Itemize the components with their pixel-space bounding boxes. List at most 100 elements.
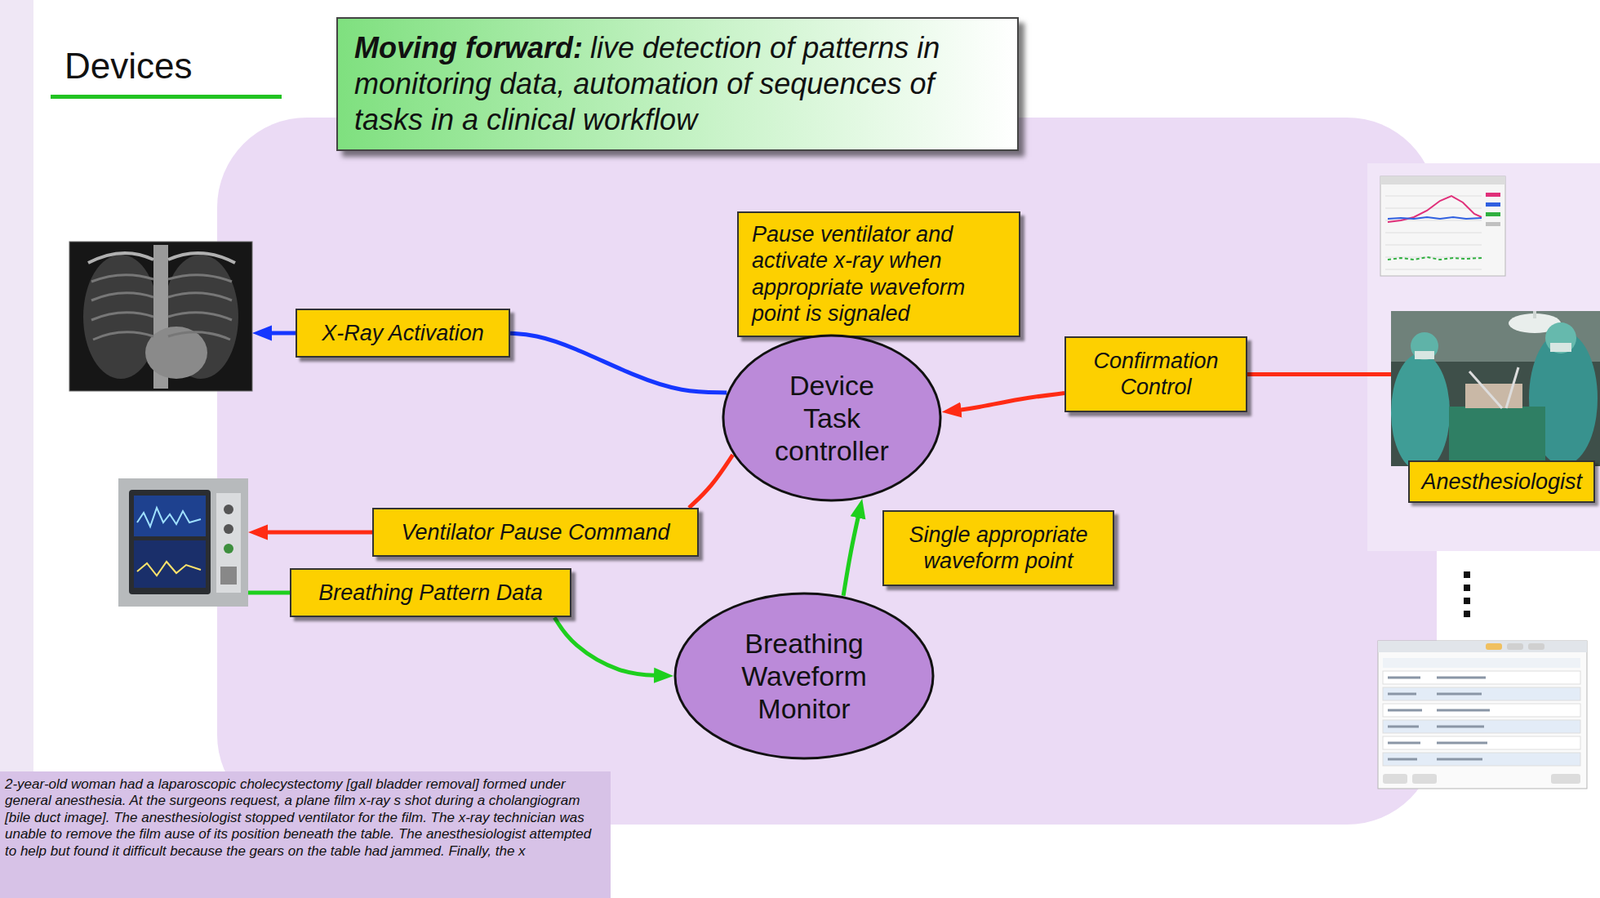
continuation-dots	[1463, 597, 1471, 605]
connector	[1247, 372, 1392, 377]
continuation-dots	[1463, 610, 1471, 618]
controller-ellipse: Device Task controller	[721, 333, 943, 503]
node-text: Breathing Pattern Data	[306, 579, 556, 606]
task-list-screenshot	[1382, 773, 1408, 784]
actor-photo-box: Anesthesiologist	[1391, 311, 1600, 503]
monitor-ellipse: Breathing Waveform Monitor	[673, 591, 935, 760]
node-text: Pause ventilator and activate x-ray when…	[751, 221, 1006, 328]
text-holder: Breathing Waveform Monitor	[733, 626, 876, 725]
ventilator-image	[220, 566, 237, 585]
chart-screenshot	[1485, 212, 1501, 217]
xray-image	[168, 275, 232, 340]
xray-image	[168, 253, 236, 263]
slide-title: Devices	[64, 45, 193, 86]
text-holder: Breathing Pattern Data	[306, 579, 556, 606]
ventilator-image	[137, 561, 201, 576]
title-wrap: Devices	[64, 45, 193, 87]
ventilator-arrow	[257, 530, 374, 535]
task-list-screenshot	[1528, 643, 1545, 650]
chart-screenshot	[1485, 222, 1501, 227]
connector	[843, 510, 860, 596]
signal-label: Breathing Pattern Data	[289, 568, 572, 618]
task-list-screenshot	[1412, 773, 1437, 784]
task-list-screenshot	[1551, 773, 1581, 784]
node-text: Device Task controller	[766, 368, 898, 467]
ventilator-image	[118, 478, 249, 607]
chart-screenshot	[1380, 176, 1506, 185]
text-holder: Anesthesiologist	[1408, 460, 1596, 503]
text-holder: Single appropriate waveform point	[895, 521, 1102, 575]
signal-label: Confirmation Control	[1064, 336, 1248, 413]
node-text: Breathing Waveform Monitor	[733, 626, 876, 725]
operating-room-photo	[1410, 332, 1439, 360]
title-underline	[50, 94, 282, 99]
node-text: Confirmation Control	[1077, 347, 1235, 401]
ventilator-image	[118, 478, 249, 607]
operating-room-photo	[1414, 351, 1435, 360]
node-text: Single appropriate waveform point	[895, 521, 1102, 575]
signal-label: X-Ray Activation	[295, 308, 511, 358]
connector	[510, 333, 727, 393]
operating-room-photo	[1550, 342, 1572, 352]
ventilator-image	[137, 507, 201, 527]
chart-screenshot	[1485, 192, 1501, 197]
xray-image	[88, 253, 154, 263]
text-holder: Device Task controller	[766, 368, 898, 467]
headline-box: Moving forward:live detection of pattern…	[336, 17, 1019, 152]
chart-screenshot	[1385, 195, 1482, 270]
continuation-dots	[1463, 584, 1471, 592]
ventilator-image	[133, 495, 206, 537]
chart-screenshot	[1485, 202, 1501, 207]
signal-label: Single appropriate waveform point	[882, 510, 1115, 587]
operating-room-photo	[1465, 383, 1523, 409]
task-list-screenshot	[1377, 640, 1587, 653]
task-list-screenshot	[1485, 643, 1503, 650]
text-holder: Confirmation Control	[1077, 347, 1235, 401]
text-holder: 2-year-old woman had a laparoscopic chol…	[4, 776, 603, 860]
data-wire	[248, 591, 292, 596]
xray-image	[91, 275, 154, 340]
operating-room-photo	[1391, 353, 1450, 467]
xray-image	[69, 241, 253, 392]
system-region	[217, 117, 1437, 825]
ellipse-shape	[723, 335, 941, 501]
task-list-screenshot	[1387, 677, 1490, 760]
operating-room-photo	[1506, 367, 1519, 409]
chart-screenshot	[1380, 176, 1506, 276]
signal-label: Ventilator Pause Command	[372, 507, 699, 557]
node-text: X-Ray Activation	[311, 320, 494, 347]
case-note: 2-year-old woman had a laparoscopic chol…	[0, 771, 611, 898]
connector	[688, 454, 734, 508]
ventilator-image	[133, 540, 206, 588]
operating-room-photo	[1545, 322, 1577, 354]
chart-screenshot	[1387, 195, 1482, 223]
chart-screenshot	[1387, 257, 1482, 260]
task-list-screenshot	[1382, 657, 1581, 668]
continuation-dots	[1463, 571, 1471, 578]
chart-screenshot	[1380, 176, 1506, 276]
ventilator-image	[128, 489, 211, 595]
ventilator-image	[223, 504, 234, 515]
operating-room-photo	[1469, 371, 1503, 409]
task-list-screenshot	[1377, 640, 1587, 789]
connector	[554, 617, 663, 676]
node-text: Anesthesiologist	[1408, 460, 1596, 503]
xray-arrow	[262, 331, 298, 336]
ventilator-image	[216, 493, 241, 593]
text-holder: Ventilator Pause Command	[388, 519, 683, 546]
task-list-screenshot	[1506, 643, 1524, 650]
text-holder: Pause ventilator and activate x-ray when…	[751, 221, 1006, 328]
continuation-dots	[1463, 571, 1471, 618]
node-text: 2-year-old woman had a laparoscopic chol…	[4, 776, 603, 860]
side-strip	[0, 0, 34, 772]
operating-room-photo	[1533, 311, 1537, 319]
actor-panel	[1367, 163, 1600, 552]
task-list-screenshot	[1377, 640, 1587, 789]
text-holder: Moving forward:live detection of pattern…	[354, 30, 1001, 138]
node-text: Moving forward:	[354, 31, 583, 65]
ellipse-shape	[675, 593, 934, 759]
node-text: Ventilator Pause Command	[388, 519, 683, 546]
text-holder: X-Ray Activation	[311, 320, 494, 347]
operating-room-photo	[1391, 311, 1600, 467]
